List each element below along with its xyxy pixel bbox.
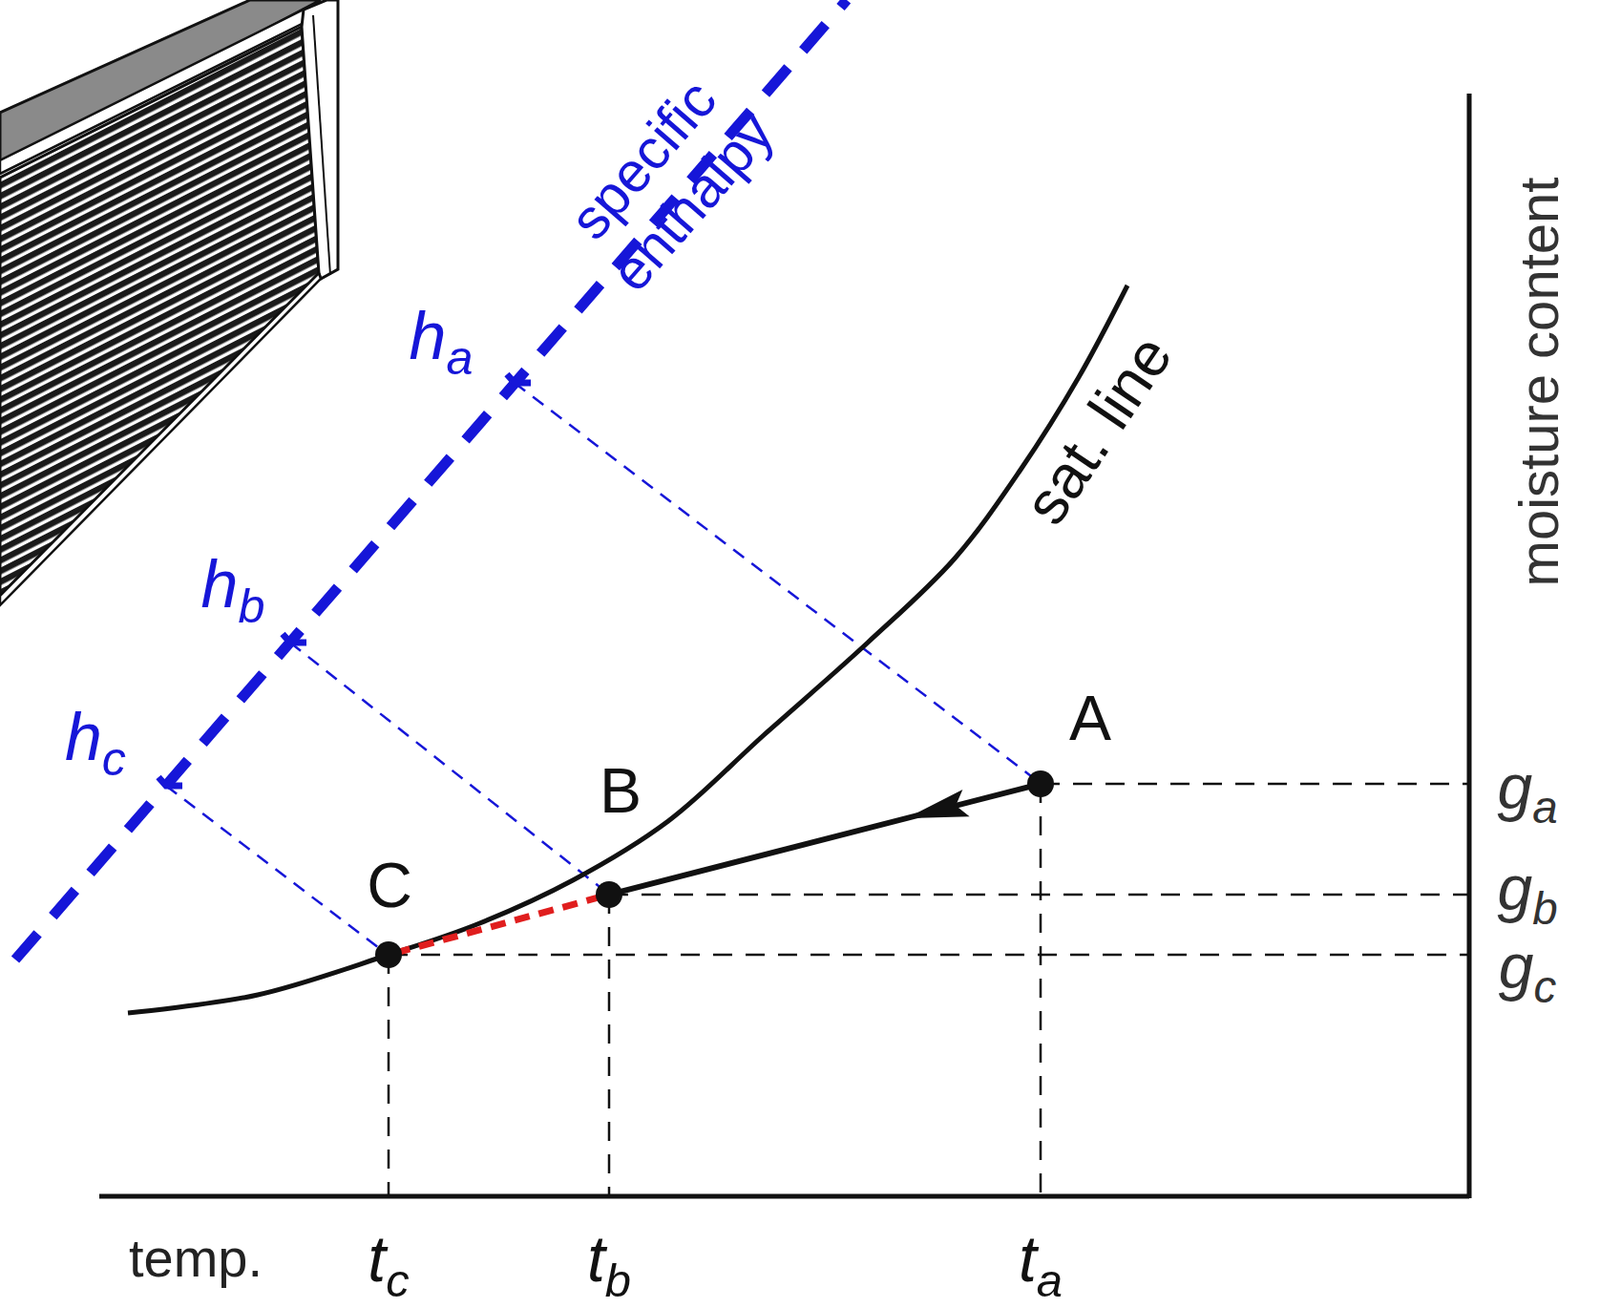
state-point bbox=[375, 941, 402, 969]
temperature-axis bbox=[99, 1194, 1470, 1200]
axis-title: specific enthalpy bbox=[549, 58, 788, 304]
enthalpy-tick bbox=[158, 777, 183, 786]
state-point bbox=[595, 881, 623, 908]
state-point bbox=[1027, 770, 1054, 798]
coil-bottom bbox=[0, 273, 321, 606]
moisture-value: gb bbox=[1496, 856, 1558, 920]
connector-line bbox=[396, 896, 602, 953]
enthalpy-projection bbox=[514, 382, 1035, 779]
moisture-projection bbox=[609, 893, 1470, 897]
saturation-curve bbox=[127, 285, 1128, 1013]
enthalpy-tick bbox=[282, 633, 307, 643]
connector-line bbox=[616, 785, 1033, 893]
temperature-projection bbox=[1039, 783, 1043, 1197]
point-letter: B bbox=[599, 758, 642, 822]
moisture-projection bbox=[1040, 782, 1470, 786]
temperature-value: tc bbox=[367, 1225, 409, 1291]
moisture-projection bbox=[388, 953, 1470, 957]
coil-side bbox=[301, 0, 338, 279]
axis-title: temp. bbox=[128, 1231, 263, 1285]
temperature-projection bbox=[608, 894, 611, 1197]
enthalpy-value: hc bbox=[64, 703, 127, 771]
process-path bbox=[396, 896, 602, 953]
temperature-projection bbox=[387, 954, 391, 1197]
cooling-coil bbox=[0, 0, 338, 606]
axis-title: moisture content bbox=[1511, 177, 1567, 588]
moisture-axis bbox=[1467, 93, 1473, 1199]
curve-label: sat. line bbox=[1013, 325, 1182, 535]
state-point-label: B bbox=[599, 758, 642, 822]
state-point-label: C bbox=[366, 853, 413, 917]
enthalpy-value: hb bbox=[201, 550, 266, 618]
moisture-value: ga bbox=[1496, 755, 1558, 819]
state-point-label: A bbox=[1069, 686, 1112, 750]
enthalpy-projection bbox=[290, 642, 604, 890]
enthalpy-projection bbox=[166, 785, 383, 951]
point-letter: A bbox=[1069, 686, 1112, 750]
enthalpy-value: ha bbox=[409, 302, 474, 370]
arrow-head bbox=[909, 791, 967, 818]
temperature-value: tb bbox=[587, 1225, 632, 1291]
enthalpy-tick bbox=[506, 374, 531, 383]
process-arrow bbox=[616, 785, 1033, 893]
point-letter: C bbox=[366, 853, 413, 917]
temperature-value: ta bbox=[1018, 1225, 1063, 1291]
enthalpy-scale bbox=[15, 0, 847, 960]
coil-fins bbox=[0, 26, 319, 596]
coil-edge bbox=[313, 15, 331, 275]
moisture-value: gc bbox=[1498, 934, 1557, 998]
